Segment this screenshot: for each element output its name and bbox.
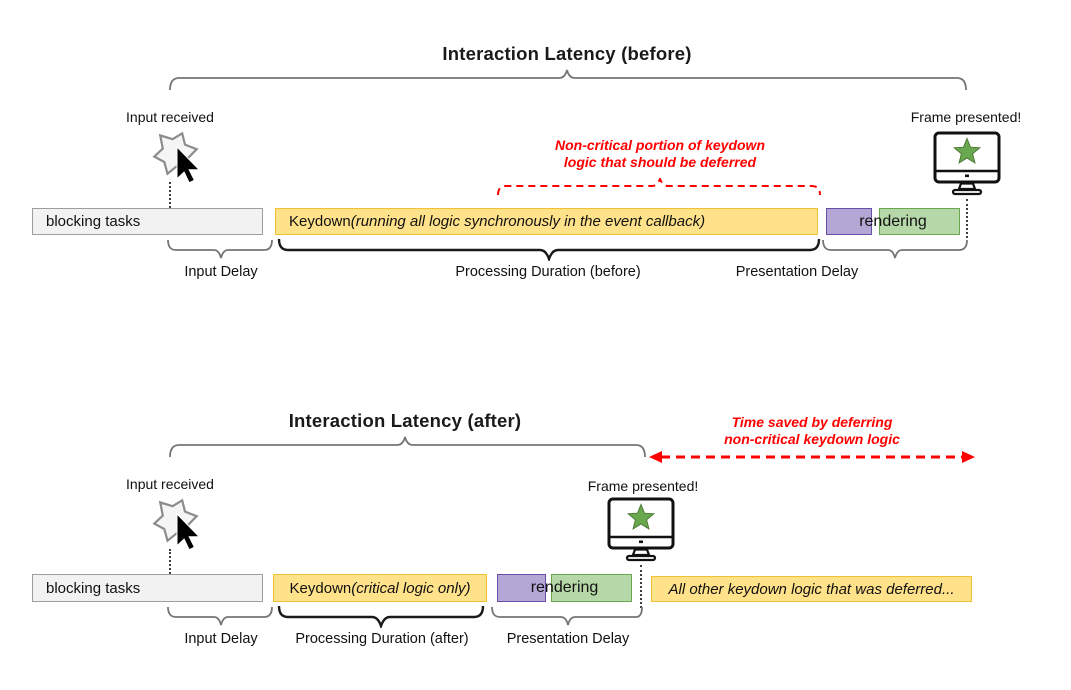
red-note-line1: Non-critical portion of keydown [554,137,765,153]
monitor-icon [607,497,675,562]
before-input-received-label: Input received [126,109,214,125]
before-paint-bar [879,208,960,235]
monitor-icon [933,131,1001,196]
blocking-tasks-text: blocking tasks [46,213,141,230]
before-processing-brace [277,238,821,261]
deferred-text: All other keydown logic that was deferre… [668,580,955,598]
after-input-received-label: Input received [126,476,214,492]
after-latency-brace [169,436,646,458]
after-title: Interaction Latency (after) [288,410,522,431]
before-style-layout-bar [826,208,872,235]
blocking-tasks-text: blocking tasks [46,579,141,597]
before-rendering-label: rendering [859,213,927,230]
cursor-icon [176,145,201,184]
red-note-line1: Time saved by deferring [731,414,893,430]
before-input-delay-brace [167,239,273,259]
after-paint-bar [551,574,632,602]
before-frame-presented-label: Frame presented! [910,109,1022,125]
before-keydown-bar: Keydown (running all logic synchronously… [275,208,818,235]
before-blocking-tasks-bar: blocking tasks [32,208,263,235]
input-burst-cursor-icon [152,498,201,551]
after-presentation-brace [491,606,643,626]
time-saved-arrow [649,451,975,463]
non-critical-dashed-brace [497,178,821,196]
input-dotted-connector [169,182,171,208]
before-red-note: Non-critical portion of keydown logic th… [510,137,810,171]
frame-dotted-connector [966,199,968,238]
keydown-text: Keydown [289,213,351,230]
keydown-text: Keydown [289,579,352,597]
after-processing-brace [277,605,485,628]
after-keydown-bar: Keydown (critical logic only) [273,574,487,602]
after-rendering-label: rendering [530,579,599,596]
keydown-italic-text: (critical logic only) [351,579,471,597]
after-input-delay-brace [167,606,273,626]
after-style-layout-bar [497,574,546,602]
input-burst-cursor-icon [152,131,201,184]
before-title: Interaction Latency (before) [442,43,692,64]
red-note-line2: non-critical keydown logic [724,431,900,447]
after-red-note: Time saved by deferring non-critical key… [662,414,962,448]
star-icon [952,137,982,164]
cursor-icon [176,512,201,551]
frame-dotted-connector [640,565,642,608]
input-dotted-connector [169,549,171,574]
after-input-delay-label: Input Delay [184,631,258,647]
before-input-delay-label: Input Delay [184,264,258,280]
keydown-italic-text: (running all logic synchronously in the … [350,213,706,230]
before-processing-label: Processing Duration (before) [455,264,641,280]
after-frame-presented-label: Frame presented! [587,478,699,494]
before-presentation-brace [822,239,968,259]
deferred-keydown-bar: All other keydown logic that was deferre… [651,576,972,602]
after-processing-label: Processing Duration (after) [295,631,469,647]
red-note-line2: logic that should be deferred [563,154,757,170]
before-latency-brace [169,69,967,91]
after-presentation-label: Presentation Delay [506,631,630,647]
star-icon [626,503,656,530]
after-blocking-tasks-bar: blocking tasks [32,574,263,602]
before-presentation-label: Presentation Delay [735,264,859,280]
